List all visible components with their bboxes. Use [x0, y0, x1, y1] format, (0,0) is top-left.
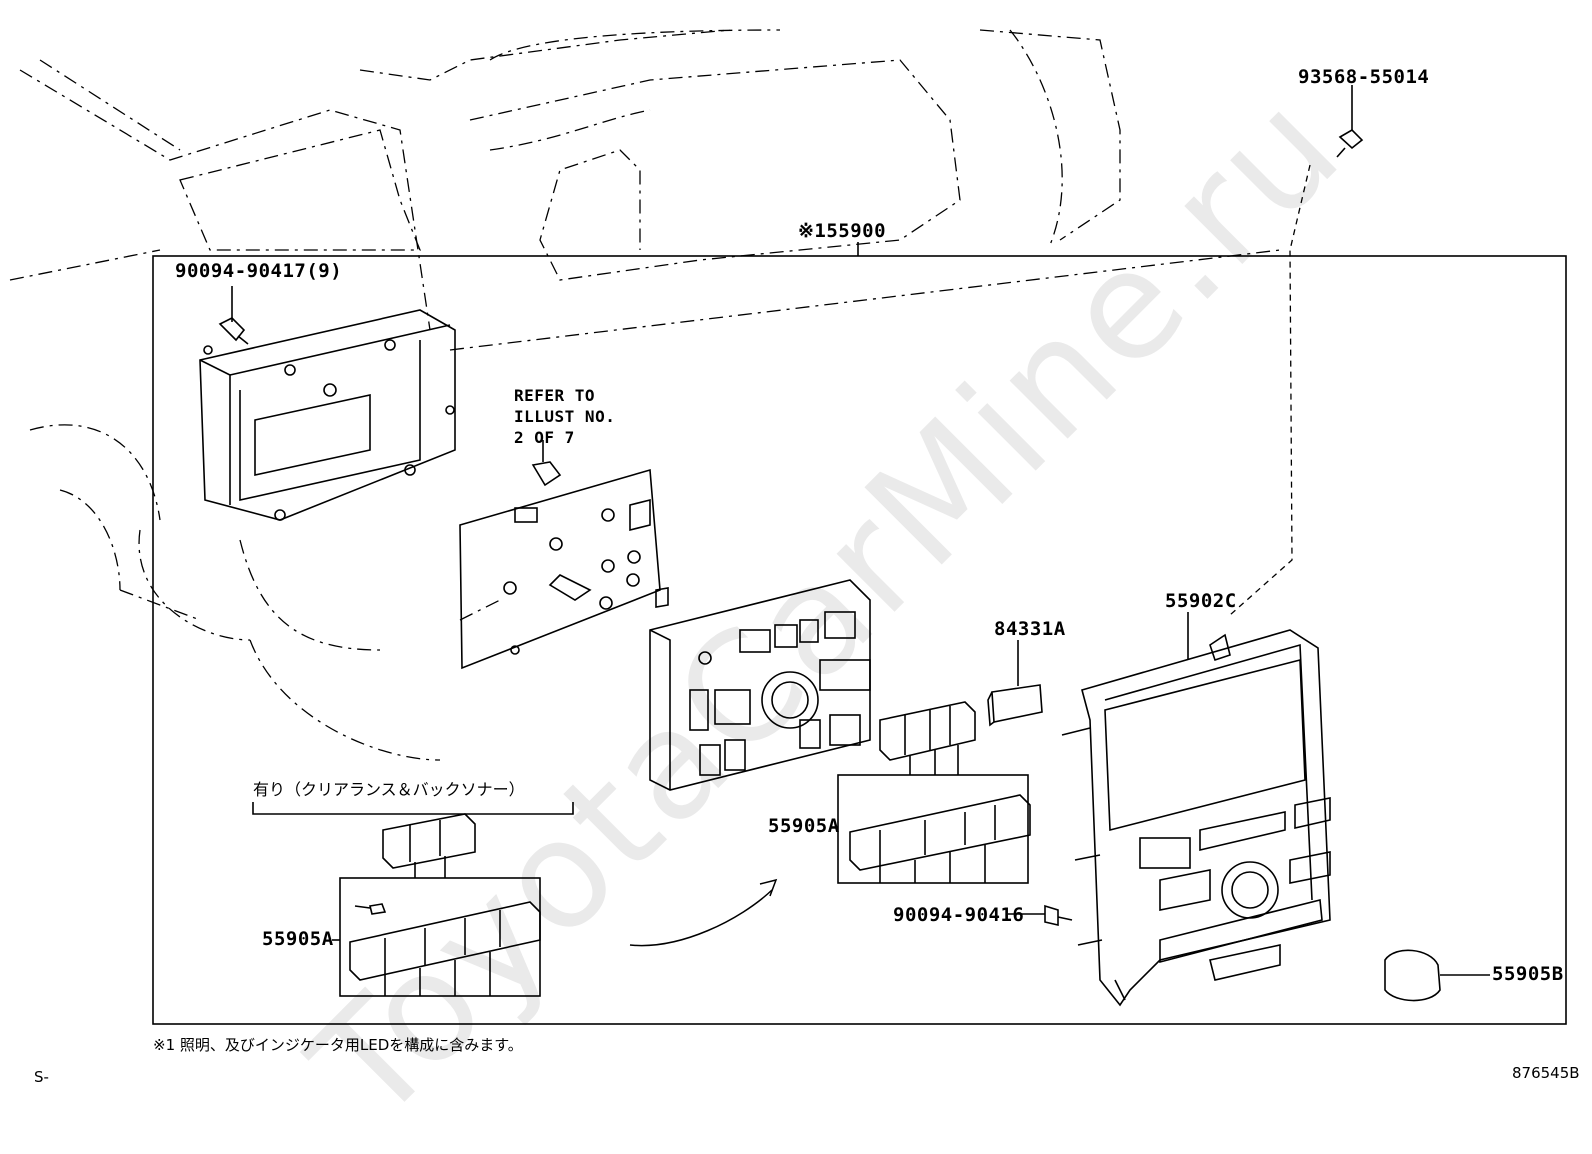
switch-block-center: [879, 701, 976, 775]
refer-note-line-2: ILLUST NO.: [514, 407, 616, 426]
part-label-90094-90417: 90094-90417(9): [175, 260, 343, 282]
parts-diagram: [9, 29, 1567, 1025]
switch-set-center-box: [837, 774, 1029, 884]
circuit-board: [459, 468, 669, 670]
switch-row-left: [349, 901, 541, 996]
dashboard-outline: [9, 29, 1281, 761]
screw-90094-90416: [1008, 904, 1073, 927]
corner-left-code: S-: [34, 1068, 49, 1086]
assembly-arrow: [629, 878, 778, 947]
control-panel: [649, 579, 871, 791]
bolt-93568-55014: [1336, 85, 1364, 158]
footnote: ※1 照明、及びインジケータ用LEDを構成に含みます。: [153, 1036, 523, 1054]
group-box: [152, 255, 1567, 1025]
group-label: ※155900: [798, 220, 887, 242]
switch-84331a: [987, 640, 1043, 727]
part-label-93568-55014: 93568-55014: [1298, 66, 1430, 88]
switch-row-center: [849, 794, 1031, 883]
part-label-84331a: 84331A: [994, 618, 1066, 640]
part-label-55905a-center: 55905A: [768, 815, 840, 837]
part-label-55902c: 55902C: [1165, 590, 1237, 612]
mounting-bracket: [199, 309, 456, 521]
refer-note-line-3: 2 OF 7: [514, 428, 575, 447]
part-label-90094-90416: 90094-90416: [893, 904, 1025, 926]
bulb: [531, 440, 562, 487]
option-bracket: [252, 802, 574, 815]
part-label-55905b: 55905B: [1492, 963, 1564, 985]
option-header: 有り（クリアランス＆バックソナー）: [253, 780, 525, 799]
bezel-55902c: [1061, 612, 1331, 1007]
switch-block-left-top: [382, 813, 476, 878]
refer-note-line-1: REFER TO: [514, 386, 596, 405]
knob-55905b: [1384, 949, 1490, 1002]
screw-90094-90417: [218, 286, 249, 345]
illustration-number: 876545B: [1512, 1064, 1580, 1082]
bolt-leader: [1229, 164, 1311, 616]
part-label-55905a-left: 55905A: [262, 928, 334, 950]
